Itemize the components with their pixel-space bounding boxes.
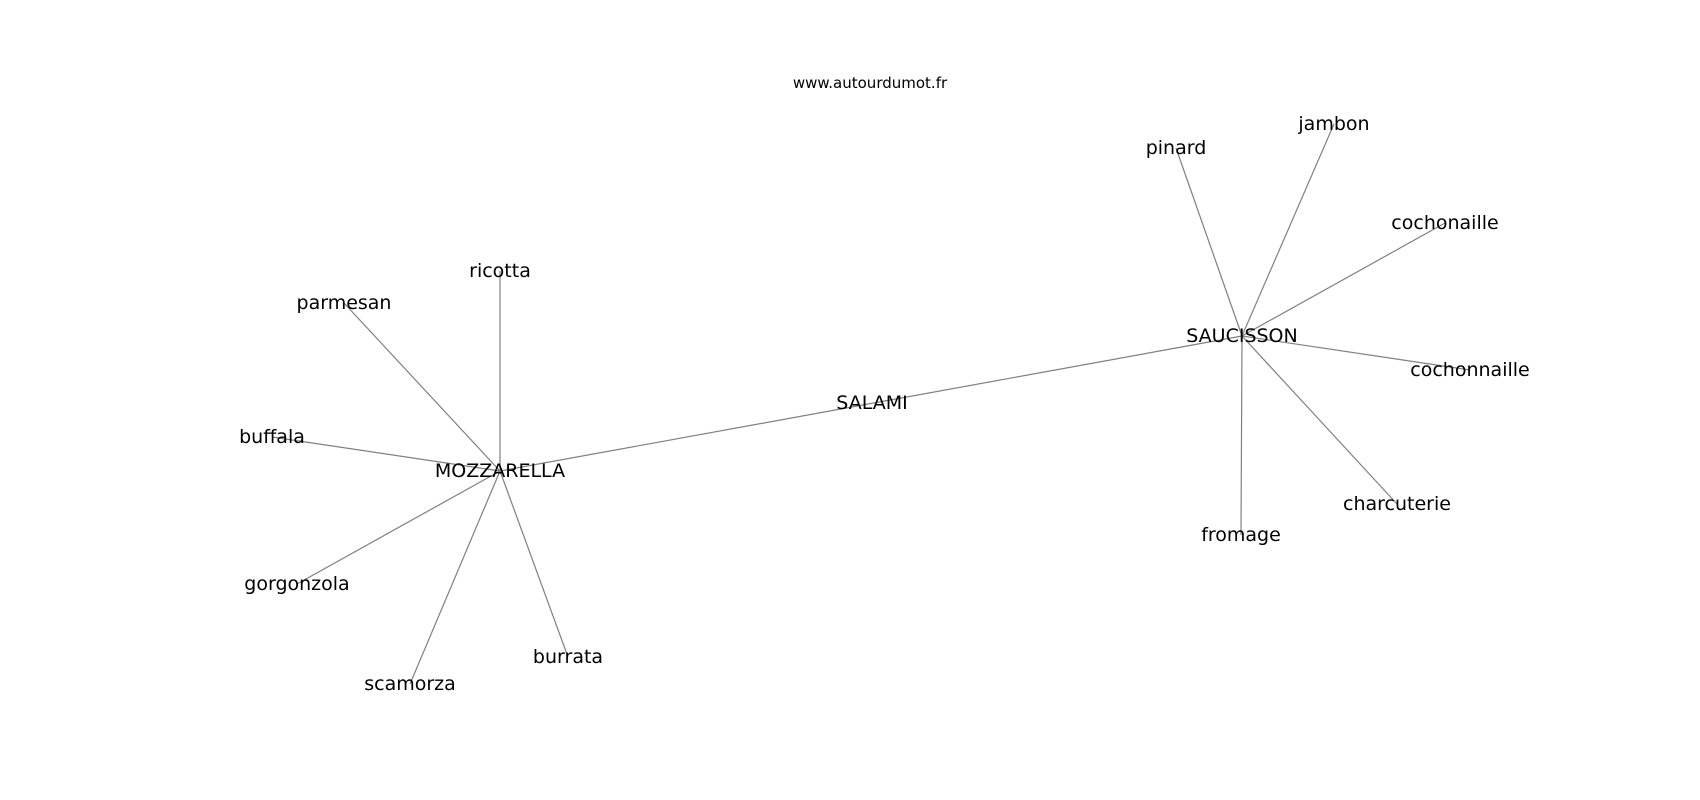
node-charcuterie[interactable]: charcuterie xyxy=(1343,493,1451,515)
node-burrata[interactable]: burrata xyxy=(533,646,603,668)
node-buffala[interactable]: buffala xyxy=(239,426,305,448)
edge-mozzarella-scamorza xyxy=(409,470,501,685)
node-saucisson[interactable]: SAUCISSON xyxy=(1186,325,1297,347)
edge-saucisson-jambon xyxy=(1241,123,1335,337)
site-label[interactable]: www.autourdumot.fr xyxy=(793,74,948,92)
edge-saucisson-cochonnaille xyxy=(1241,335,1471,371)
edge-mozzarella-buffala xyxy=(271,436,501,472)
node-mozzarella[interactable]: MOZZARELLA xyxy=(435,460,565,482)
node-scamorza[interactable]: scamorza xyxy=(364,673,456,695)
edge-mozzarella-gorgonzola xyxy=(296,470,501,585)
edges-layer xyxy=(271,123,1471,685)
node-cochonaille[interactable]: cochonaille xyxy=(1391,212,1498,234)
node-pinard[interactable]: pinard xyxy=(1146,137,1207,159)
node-gorgonzola[interactable]: gorgonzola xyxy=(244,573,349,595)
nodes-layer: SALAMI MOZZARELLA SAUCISSON ricotta parmesan… xyxy=(239,113,1530,695)
node-parmesan[interactable]: parmesan xyxy=(297,292,392,314)
node-fromage[interactable]: fromage xyxy=(1201,524,1281,546)
node-jambon[interactable]: jambon xyxy=(1297,113,1369,135)
edge-saucisson-cochonaille xyxy=(1241,222,1446,337)
edge-mozzarella-burrata xyxy=(499,470,569,658)
node-salami[interactable]: SALAMI xyxy=(836,392,907,414)
edge-saucisson-fromage xyxy=(1240,335,1243,536)
node-ricotta[interactable]: ricotta xyxy=(469,260,531,282)
edge-saucisson-pinard xyxy=(1175,147,1243,337)
edge-saucisson-charcuterie xyxy=(1241,335,1398,505)
edge-mozzarella-parmesan xyxy=(343,302,501,472)
node-cochonnaille[interactable]: cochonnaille xyxy=(1410,359,1529,381)
edge-mozzarella-saucisson xyxy=(499,335,1243,472)
